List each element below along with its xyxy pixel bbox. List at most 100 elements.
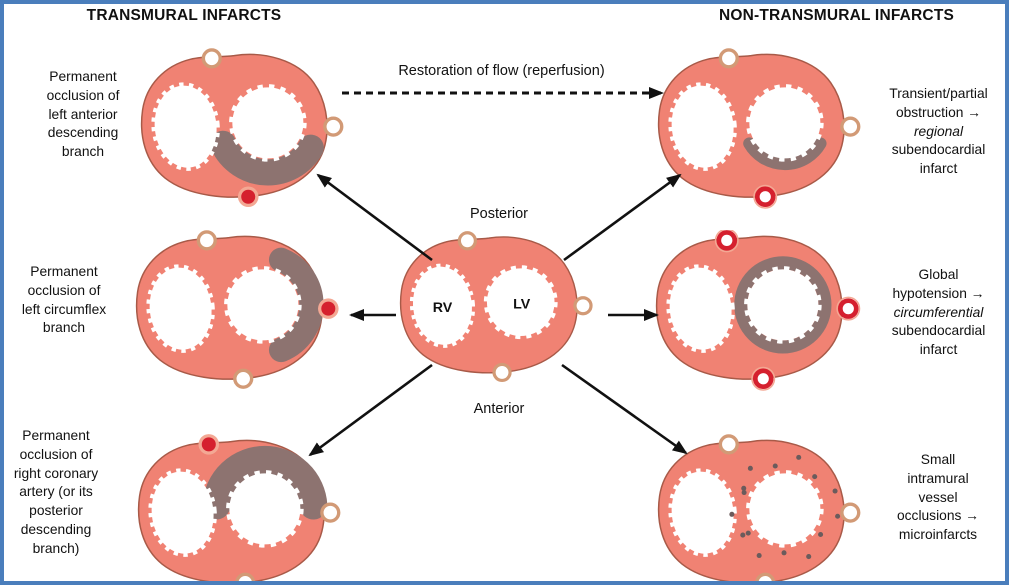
lv-label: LV <box>513 296 531 312</box>
lv-cavity <box>747 269 819 341</box>
posterior-patent-vessel-icon <box>196 230 217 251</box>
label-line: Transient/partial <box>889 86 988 101</box>
infarct-posterior-transmural <box>202 445 328 520</box>
rv-cavity <box>412 266 472 345</box>
label-line: right coronary <box>13 465 99 481</box>
heart-microinfarcts <box>654 434 869 581</box>
rv-cavity <box>671 85 734 168</box>
label-line: artery (or its <box>19 484 93 500</box>
reperfusion-label: Restoration of flow (reperfusion) <box>398 63 605 79</box>
label-line: hypotension → <box>892 285 985 301</box>
infarct-regional-subendocardial <box>743 137 827 171</box>
label-line: occlusion of <box>27 282 101 298</box>
heart-lad-occlusion <box>137 48 352 209</box>
label-line: occlusion of <box>19 446 93 462</box>
anterior-occluded-vessel-icon <box>237 186 259 208</box>
label-line: subendocardial <box>891 142 986 158</box>
label-line: occlusions → <box>896 508 980 524</box>
label-lcx-occlusion: Permanent occlusion of left circumflex bran… <box>4 263 124 338</box>
label-line: microinfarcts <box>898 527 978 543</box>
label-line: occlusion of <box>46 87 120 103</box>
rv-cavity-trabeculae <box>668 468 737 557</box>
posterior-patent-vessel-icon <box>457 231 477 251</box>
label-line: branch) <box>32 540 80 556</box>
rv-cavity <box>151 471 214 554</box>
anterior-partially-occluded-vessel-icon <box>753 184 778 209</box>
posterior-patent-vessel-icon <box>718 434 739 455</box>
label-line: Global <box>918 267 959 282</box>
infarct-anterior-transmural <box>209 130 324 186</box>
lateral-patent-vessel-icon <box>840 502 861 523</box>
lateral-patent-vessel-icon <box>323 116 344 137</box>
heart-rca-occlusion <box>134 434 349 581</box>
header-non-transmural: NON-TRANSMURAL INFARCTS <box>718 7 955 24</box>
rv-label: RV <box>433 300 453 316</box>
label-line: vessel <box>918 489 958 505</box>
anterior-partially-occluded-vessel-icon <box>751 366 776 391</box>
lv-cavity <box>227 269 299 341</box>
lv-cavity <box>749 87 821 159</box>
anterior-label: Anterior <box>473 401 525 417</box>
lv-cavity <box>749 473 821 545</box>
label-line: descending <box>20 521 92 537</box>
label-regional-subendocardial: Transient/partial obstruction → regional su… <box>866 85 1005 179</box>
label-line: left circumflex <box>21 301 107 317</box>
lv-cavity <box>486 268 555 336</box>
label-line: Permanent <box>30 264 98 279</box>
anterior-patent-vessel-icon <box>233 368 254 389</box>
rv-cavity-trabeculae <box>666 264 735 353</box>
rv-cavity-trabeculae <box>148 468 217 557</box>
label-line: posterior <box>29 503 83 519</box>
label-line: infarct <box>919 161 958 177</box>
infarct-circumferential-subendocardial <box>734 256 832 354</box>
infarct-lateral-transmural <box>268 247 324 363</box>
heart-regional-subendocardial <box>654 48 869 209</box>
rv-cavity-trabeculae <box>409 263 476 348</box>
label-rca-occlusion: Permanent occlusion of right coronary arter… <box>4 427 108 559</box>
anterior-patent-vessel-icon <box>492 362 512 383</box>
label-line: Permanent <box>22 428 90 443</box>
label-line: branch <box>42 320 86 336</box>
heart-lcx-occlusion <box>132 230 347 391</box>
lv-cavity-trabeculae <box>229 84 307 162</box>
label-line: left anterior <box>48 106 118 122</box>
posterior-patent-vessel-icon <box>718 48 739 69</box>
lateral-patent-vessel-icon <box>320 502 341 523</box>
lateral-partially-occluded-vessel-icon <box>836 296 861 321</box>
microinfarct-dots <box>729 454 841 560</box>
lateral-occluded-vessel-icon <box>318 298 339 319</box>
anterior-patent-vessel-icon <box>755 572 776 581</box>
heart-reference-center: RV LV <box>396 231 601 384</box>
anterior-patent-vessel-icon <box>235 572 256 581</box>
posterior-occluded-vessel-icon <box>198 434 220 455</box>
lv-cavity <box>229 473 301 545</box>
label-line: descending <box>47 125 119 141</box>
rv-cavity <box>669 267 732 350</box>
label-line: Permanent <box>49 69 117 84</box>
lv-cavity-trabeculae <box>746 84 824 162</box>
posterior-label: Posterior <box>469 206 529 222</box>
lv-cavity <box>232 87 304 159</box>
label-line: branch <box>61 144 105 160</box>
label-line: subendocardial <box>891 323 986 339</box>
label-line: intramural <box>907 470 969 486</box>
rv-cavity <box>149 267 212 350</box>
label-line: circumferential <box>893 304 984 320</box>
heart-circumferential-subendocardial <box>652 230 867 391</box>
header-transmural: TRANSMURAL INFARCTS <box>86 7 282 24</box>
rv-cavity-trabeculae <box>668 82 737 171</box>
rv-cavity-trabeculae <box>151 82 220 171</box>
label-line: regional <box>913 123 964 139</box>
rv-cavity <box>154 85 217 168</box>
label-circumferential-subendocardial: Global hypotension → circumferential subend… <box>866 266 1005 360</box>
lateral-patent-vessel-icon <box>840 116 861 137</box>
label-line: obstruction → <box>895 104 982 120</box>
rv-cavity-trabeculae <box>146 264 215 353</box>
label-lad-occlusion: Permanent occlusion of left anterior descen… <box>10 68 156 162</box>
label-line: Small <box>920 452 956 467</box>
posterior-patent-vessel-icon <box>201 48 222 69</box>
label-microinfarcts: Small intramural vessel occlusions → microin… <box>872 451 1004 545</box>
rv-cavity <box>671 471 734 554</box>
lateral-patent-vessel-icon <box>573 296 593 316</box>
